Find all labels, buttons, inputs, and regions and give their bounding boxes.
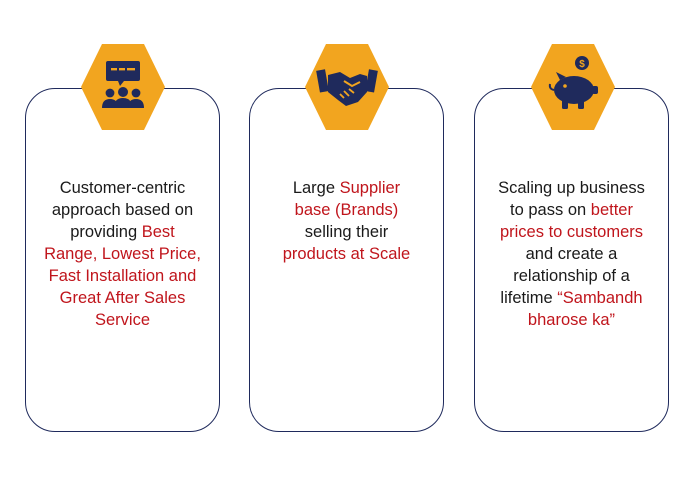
- body-text: Large: [292, 179, 340, 197]
- text-line: Service: [26, 309, 219, 331]
- highlight-text: Great After Sales: [59, 289, 186, 307]
- text-line: Large Supplier: [250, 177, 443, 199]
- handshake-icon: [316, 69, 378, 106]
- highlight-text: Range, Lowest Price,: [44, 245, 201, 263]
- highlight-text: Fast Installation and: [48, 267, 197, 285]
- text-line: Customer-centric: [26, 177, 219, 199]
- text-line: products at Scale: [250, 243, 443, 265]
- text-line: relationship of a: [475, 265, 668, 287]
- text-line: lifetime “Sambandh: [475, 287, 668, 309]
- highlight-text: “Sambandh: [557, 289, 643, 307]
- card-supplier-base: Large Supplier base (Brands) selling their…: [249, 88, 444, 432]
- highlight-text: prices to customers: [499, 223, 644, 241]
- text-line: selling their: [250, 221, 443, 243]
- hexagon-badge: [80, 42, 166, 132]
- highlight-text: Supplier: [339, 179, 401, 197]
- text-line: providing Best: [26, 221, 219, 243]
- text-line: to pass on better: [475, 199, 668, 221]
- highlight-text: better: [590, 201, 633, 219]
- hexagon-badge: $: [530, 42, 616, 132]
- text-line: Range, Lowest Price,: [26, 243, 219, 265]
- text-line: prices to customers: [475, 221, 668, 243]
- card-scaling-business: Scaling up business to pass on better pric…: [474, 88, 669, 432]
- text-line: approach based on: [26, 199, 219, 221]
- body-text: Customer-centric: [59, 179, 186, 197]
- hexagon-badge: [304, 42, 390, 132]
- highlight-text: Best: [141, 223, 175, 241]
- text-line: base (Brands): [250, 199, 443, 221]
- card-text: Large Supplier base (Brands) selling their…: [250, 177, 443, 265]
- card-text: Customer-centric approach based on providi…: [26, 177, 219, 331]
- text-line: Great After Sales: [26, 287, 219, 309]
- body-text: to pass on: [510, 201, 591, 219]
- body-text: relationship of a: [513, 267, 630, 285]
- body-text: approach based on: [51, 201, 194, 219]
- highlight-text: base (Brands): [294, 201, 399, 219]
- text-line: Scaling up business: [475, 177, 668, 199]
- piggy-bank-icon: $: [548, 56, 598, 109]
- body-text: Scaling up business: [498, 179, 645, 197]
- text-line: Fast Installation and: [26, 265, 219, 287]
- body-text: lifetime: [500, 289, 558, 307]
- card-customer-centric: Customer-centric approach based on providi…: [25, 88, 220, 432]
- body-text: selling their: [304, 223, 389, 241]
- audience-presentation-icon: [102, 61, 144, 108]
- card-text: Scaling up business to pass on better pric…: [475, 177, 668, 331]
- body-text: providing: [70, 223, 142, 241]
- text-line: bharose ka”: [475, 309, 668, 331]
- highlight-text: products at Scale: [282, 245, 411, 263]
- body-text: and create a: [525, 245, 618, 263]
- svg-text:$: $: [579, 59, 585, 70]
- highlight-text: Service: [94, 311, 151, 329]
- highlight-text: bharose ka”: [527, 311, 616, 329]
- text-line: and create a: [475, 243, 668, 265]
